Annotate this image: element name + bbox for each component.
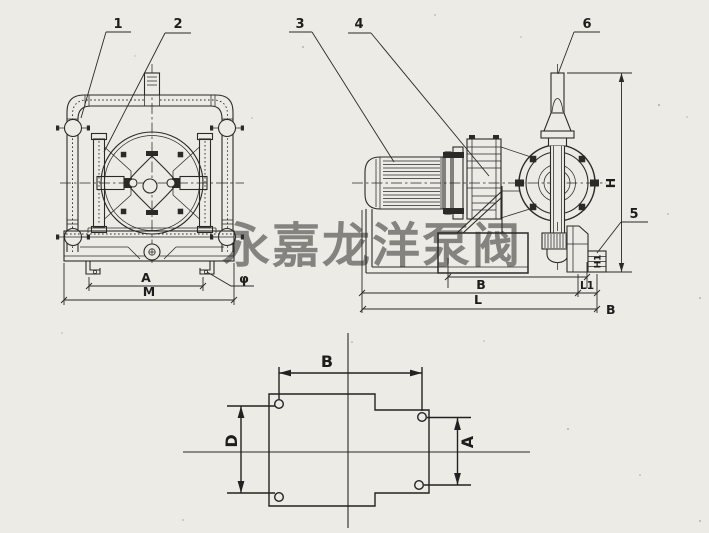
callout-4-label: 4 (354, 17, 363, 32)
coupling-flange (443, 146, 464, 220)
mounting-holes (274, 399, 428, 503)
pump-chamber (96, 131, 208, 235)
bottom-manifold (63, 227, 235, 262)
watermark-text: 永嘉龙洋泵阀 (222, 220, 522, 273)
pump-frame (66, 94, 234, 252)
callout-6-label: 6 (582, 17, 591, 32)
callout-6: 6 (557, 17, 600, 75)
callout-2-label: 2 (173, 17, 182, 32)
dim-b-overall: B (359, 302, 616, 317)
dim-h: H (567, 72, 632, 273)
callout-1-label: 1 (113, 17, 122, 32)
gearbox (466, 135, 535, 220)
callout-4: 4 (348, 17, 490, 177)
dim-a-front: A (85, 270, 207, 291)
dim-phi-label: φ (239, 271, 249, 286)
support-bracket (456, 186, 520, 234)
dim-m-front-label: M (143, 284, 155, 299)
callout-2: 2 (103, 17, 191, 153)
clamp-top-left (56, 118, 90, 138)
callout-5: 5 (596, 207, 648, 254)
dim-h1-label: H1 (594, 255, 604, 269)
front-view: A M φ (56, 64, 254, 305)
scan-speckles (61, 14, 701, 522)
footprint-outline (268, 393, 430, 507)
discharge-pipe (540, 72, 575, 233)
dim-d-bottom: D (222, 405, 275, 494)
dim-l-l1: L L1 (358, 210, 601, 313)
dim-b-bottom-label: B (321, 352, 333, 371)
motor (364, 156, 444, 210)
mounting-feet (85, 261, 215, 275)
clamp-top-right (210, 118, 244, 138)
dim-phi-front: φ (206, 271, 254, 287)
dim-m-front: M (60, 263, 238, 305)
bottom-view: B D A (183, 333, 530, 528)
dim-b-overall-label: B (606, 302, 616, 317)
callout-3: 3 (289, 17, 395, 163)
dim-h-label: H (603, 178, 618, 188)
side-view: H1 H B L L1 B (352, 64, 632, 317)
outlet-block: H1 (566, 225, 607, 273)
callouts: 1 2 3 4 5 6 (80, 17, 648, 254)
dim-a-front-label: A (141, 270, 151, 285)
dim-l-label: L (474, 292, 482, 307)
callout-1: 1 (80, 17, 131, 119)
dim-b-bottom: B (278, 352, 423, 411)
callout-5-label: 5 (629, 207, 638, 222)
base (365, 209, 529, 274)
dim-b-base-label: B (476, 277, 486, 292)
callout-3-label: 3 (295, 17, 304, 32)
dim-a-bottom-label: A (458, 435, 477, 448)
suction-fitting (541, 232, 574, 264)
dim-d-bottom-label: D (222, 434, 241, 447)
dim-l1-label: L1 (580, 280, 594, 292)
dim-b-base: B (444, 258, 591, 292)
dim-a-bottom: A (424, 416, 477, 486)
top-port (143, 72, 161, 106)
